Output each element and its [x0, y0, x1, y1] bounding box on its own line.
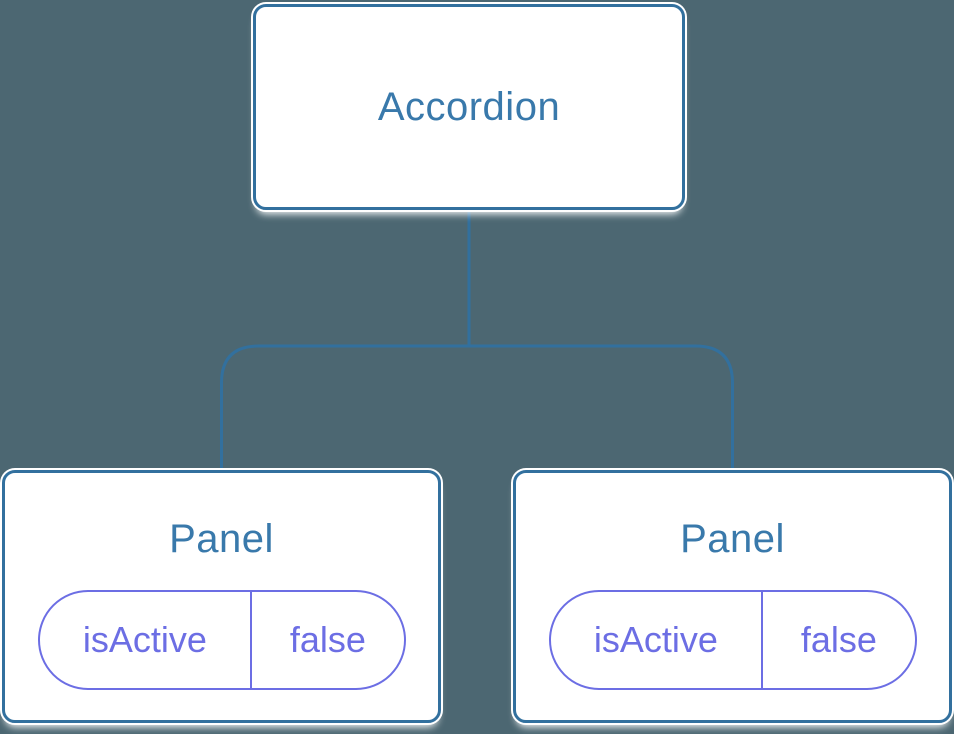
state-value: false [289, 619, 366, 660]
state-value: false [800, 619, 877, 660]
state-key: isActive [40, 592, 252, 688]
state-pill: isActive false [549, 590, 917, 690]
state-pill: isActive false [38, 590, 406, 690]
connector-branches [220, 344, 734, 472]
panel-label: Panel [680, 517, 785, 561]
panel-label: Panel [169, 517, 274, 561]
accordion-node: Accordion [253, 4, 685, 210]
panel-node-left: Panel isActive false [2, 470, 441, 723]
panel-node-right: Panel isActive false [513, 470, 952, 723]
state-key: isActive [551, 592, 763, 688]
accordion-label: Accordion [377, 84, 561, 129]
